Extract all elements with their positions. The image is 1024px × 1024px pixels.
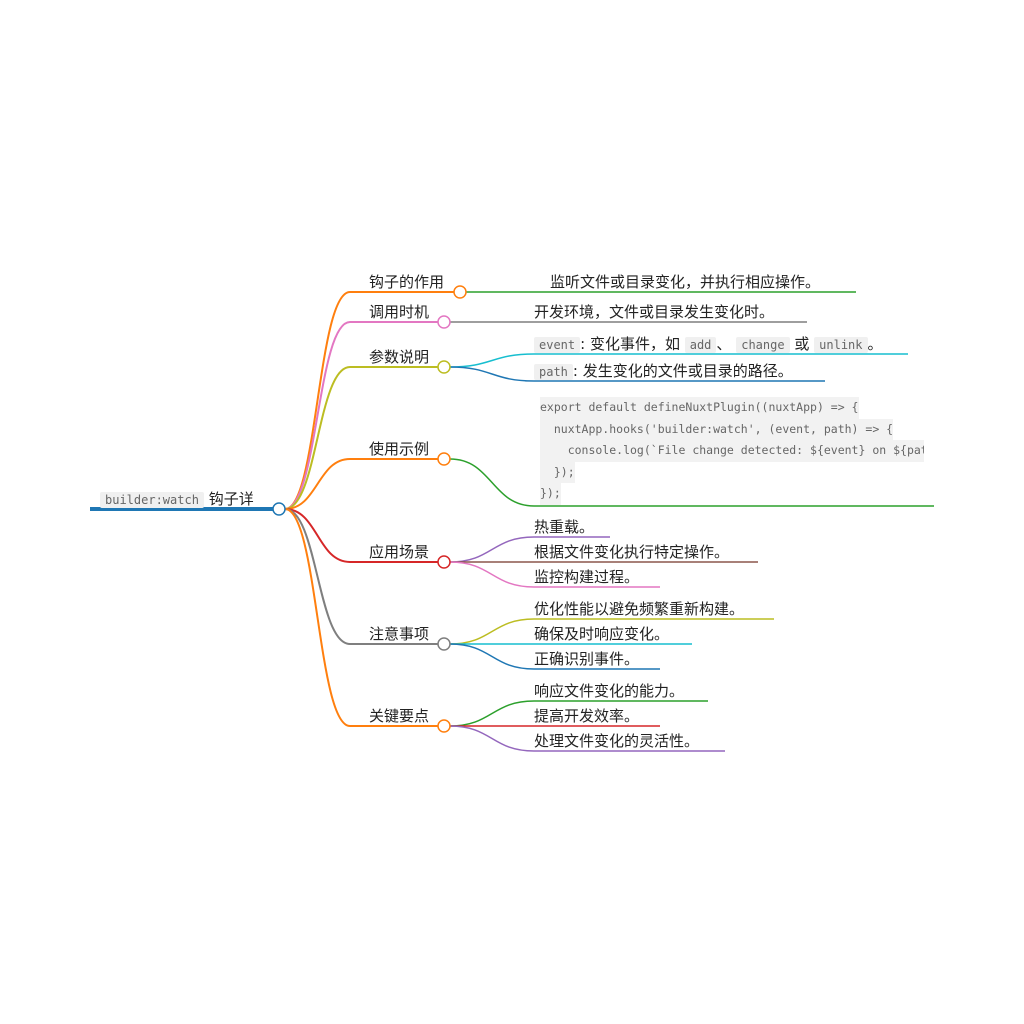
- branch-notes[interactable]: 注意事项: [369, 625, 430, 643]
- branch-timing[interactable]: 调用时机: [369, 303, 430, 321]
- branch-toggle-circle[interactable]: [437, 637, 451, 651]
- code-example[interactable]: export default defineNuxtPlugin((nuxtApp…: [540, 397, 924, 505]
- code-event: event: [534, 337, 581, 353]
- code-line: });: [540, 461, 575, 483]
- leaf-scenario[interactable]: 热重载。: [534, 518, 595, 536]
- branch-edge: [284, 508, 444, 727]
- branch-params[interactable]: 参数说明: [369, 348, 430, 366]
- leaf-keypoint[interactable]: 响应文件变化的能力。: [534, 682, 685, 700]
- code-path: path: [534, 364, 573, 380]
- leaf-edge: [449, 366, 825, 382]
- leaf-edge: [449, 700, 708, 727]
- code-unlink: unlink: [814, 337, 868, 353]
- branch-keypoints[interactable]: 关键要点: [369, 707, 430, 725]
- leaf-param-event[interactable]: event: 变化事件，如 add、 change 或 unlink。: [534, 334, 883, 355]
- leaf-keypoint[interactable]: 提高开发效率。: [534, 707, 640, 725]
- code-change: change: [736, 337, 790, 353]
- leaf-keypoint[interactable]: 处理文件变化的灵活性。: [534, 732, 700, 750]
- code-line: nuxtApp.hooks('builder:watch', (event, p…: [540, 418, 894, 440]
- branch-toggle-circle[interactable]: [437, 719, 451, 733]
- param-path-desc: : 发生变化的文件或目录的路径。: [572, 362, 793, 380]
- branch-toggle-circle[interactable]: [453, 285, 467, 299]
- code-line: console.log(`File change detected: ${eve…: [540, 440, 924, 462]
- branch-edge: [284, 321, 444, 510]
- branch-purpose[interactable]: 钩子的作用: [369, 273, 445, 291]
- leaf-note[interactable]: 正确识别事件。: [534, 650, 640, 668]
- branch-edge: [284, 508, 444, 563]
- branch-scenarios[interactable]: 应用场景: [369, 543, 430, 561]
- leaf-edge: [449, 353, 908, 368]
- or-text: 或: [794, 335, 810, 353]
- leaf-note[interactable]: 确保及时响应变化。: [534, 625, 670, 643]
- leaf-edge: [449, 643, 660, 670]
- branch-edge: [284, 508, 444, 645]
- branch-toggle-circle[interactable]: [437, 555, 451, 569]
- leaf-purpose[interactable]: 监听文件或目录变化，并执行相应操作。: [550, 273, 821, 291]
- leaf-scenario[interactable]: 根据文件变化执行特定操作。: [534, 543, 730, 561]
- leaf-scenario[interactable]: 监控构建过程。: [534, 568, 640, 586]
- branch-edge: [284, 291, 460, 510]
- root-text: 钩子详: [208, 490, 254, 508]
- code-line: });: [540, 483, 561, 505]
- leaf-param-path[interactable]: path: 发生变化的文件或目录的路径。: [534, 361, 793, 382]
- branch-edge: [284, 366, 444, 510]
- root-node[interactable]: builder:watch 钩子详: [100, 489, 254, 510]
- leaf-edge: [449, 618, 774, 645]
- branch-toggle-circle[interactable]: [437, 452, 451, 466]
- branch-toggle-circle[interactable]: [437, 360, 451, 374]
- leaf-edge: [449, 536, 610, 563]
- leaf-edge: [449, 561, 660, 588]
- leaf-edge: [449, 725, 725, 752]
- separator: 、: [716, 335, 732, 353]
- period: 。: [867, 335, 883, 353]
- branch-edge: [284, 458, 444, 510]
- code-add: add: [684, 337, 717, 353]
- param-event-desc: : 变化事件，如: [580, 335, 680, 353]
- branch-toggle-circle[interactable]: [437, 315, 451, 329]
- root-toggle-circle[interactable]: [272, 502, 286, 516]
- branch-example[interactable]: 使用示例: [369, 440, 430, 458]
- leaf-timing[interactable]: 开发环境，文件或目录发生变化时。: [534, 303, 775, 321]
- code-line: export default defineNuxtPlugin((nuxtApp…: [540, 397, 859, 419]
- leaf-edge: [449, 458, 934, 507]
- leaf-note[interactable]: 优化性能以避免频繁重新构建。: [534, 600, 745, 618]
- root-code: builder:watch: [100, 492, 204, 508]
